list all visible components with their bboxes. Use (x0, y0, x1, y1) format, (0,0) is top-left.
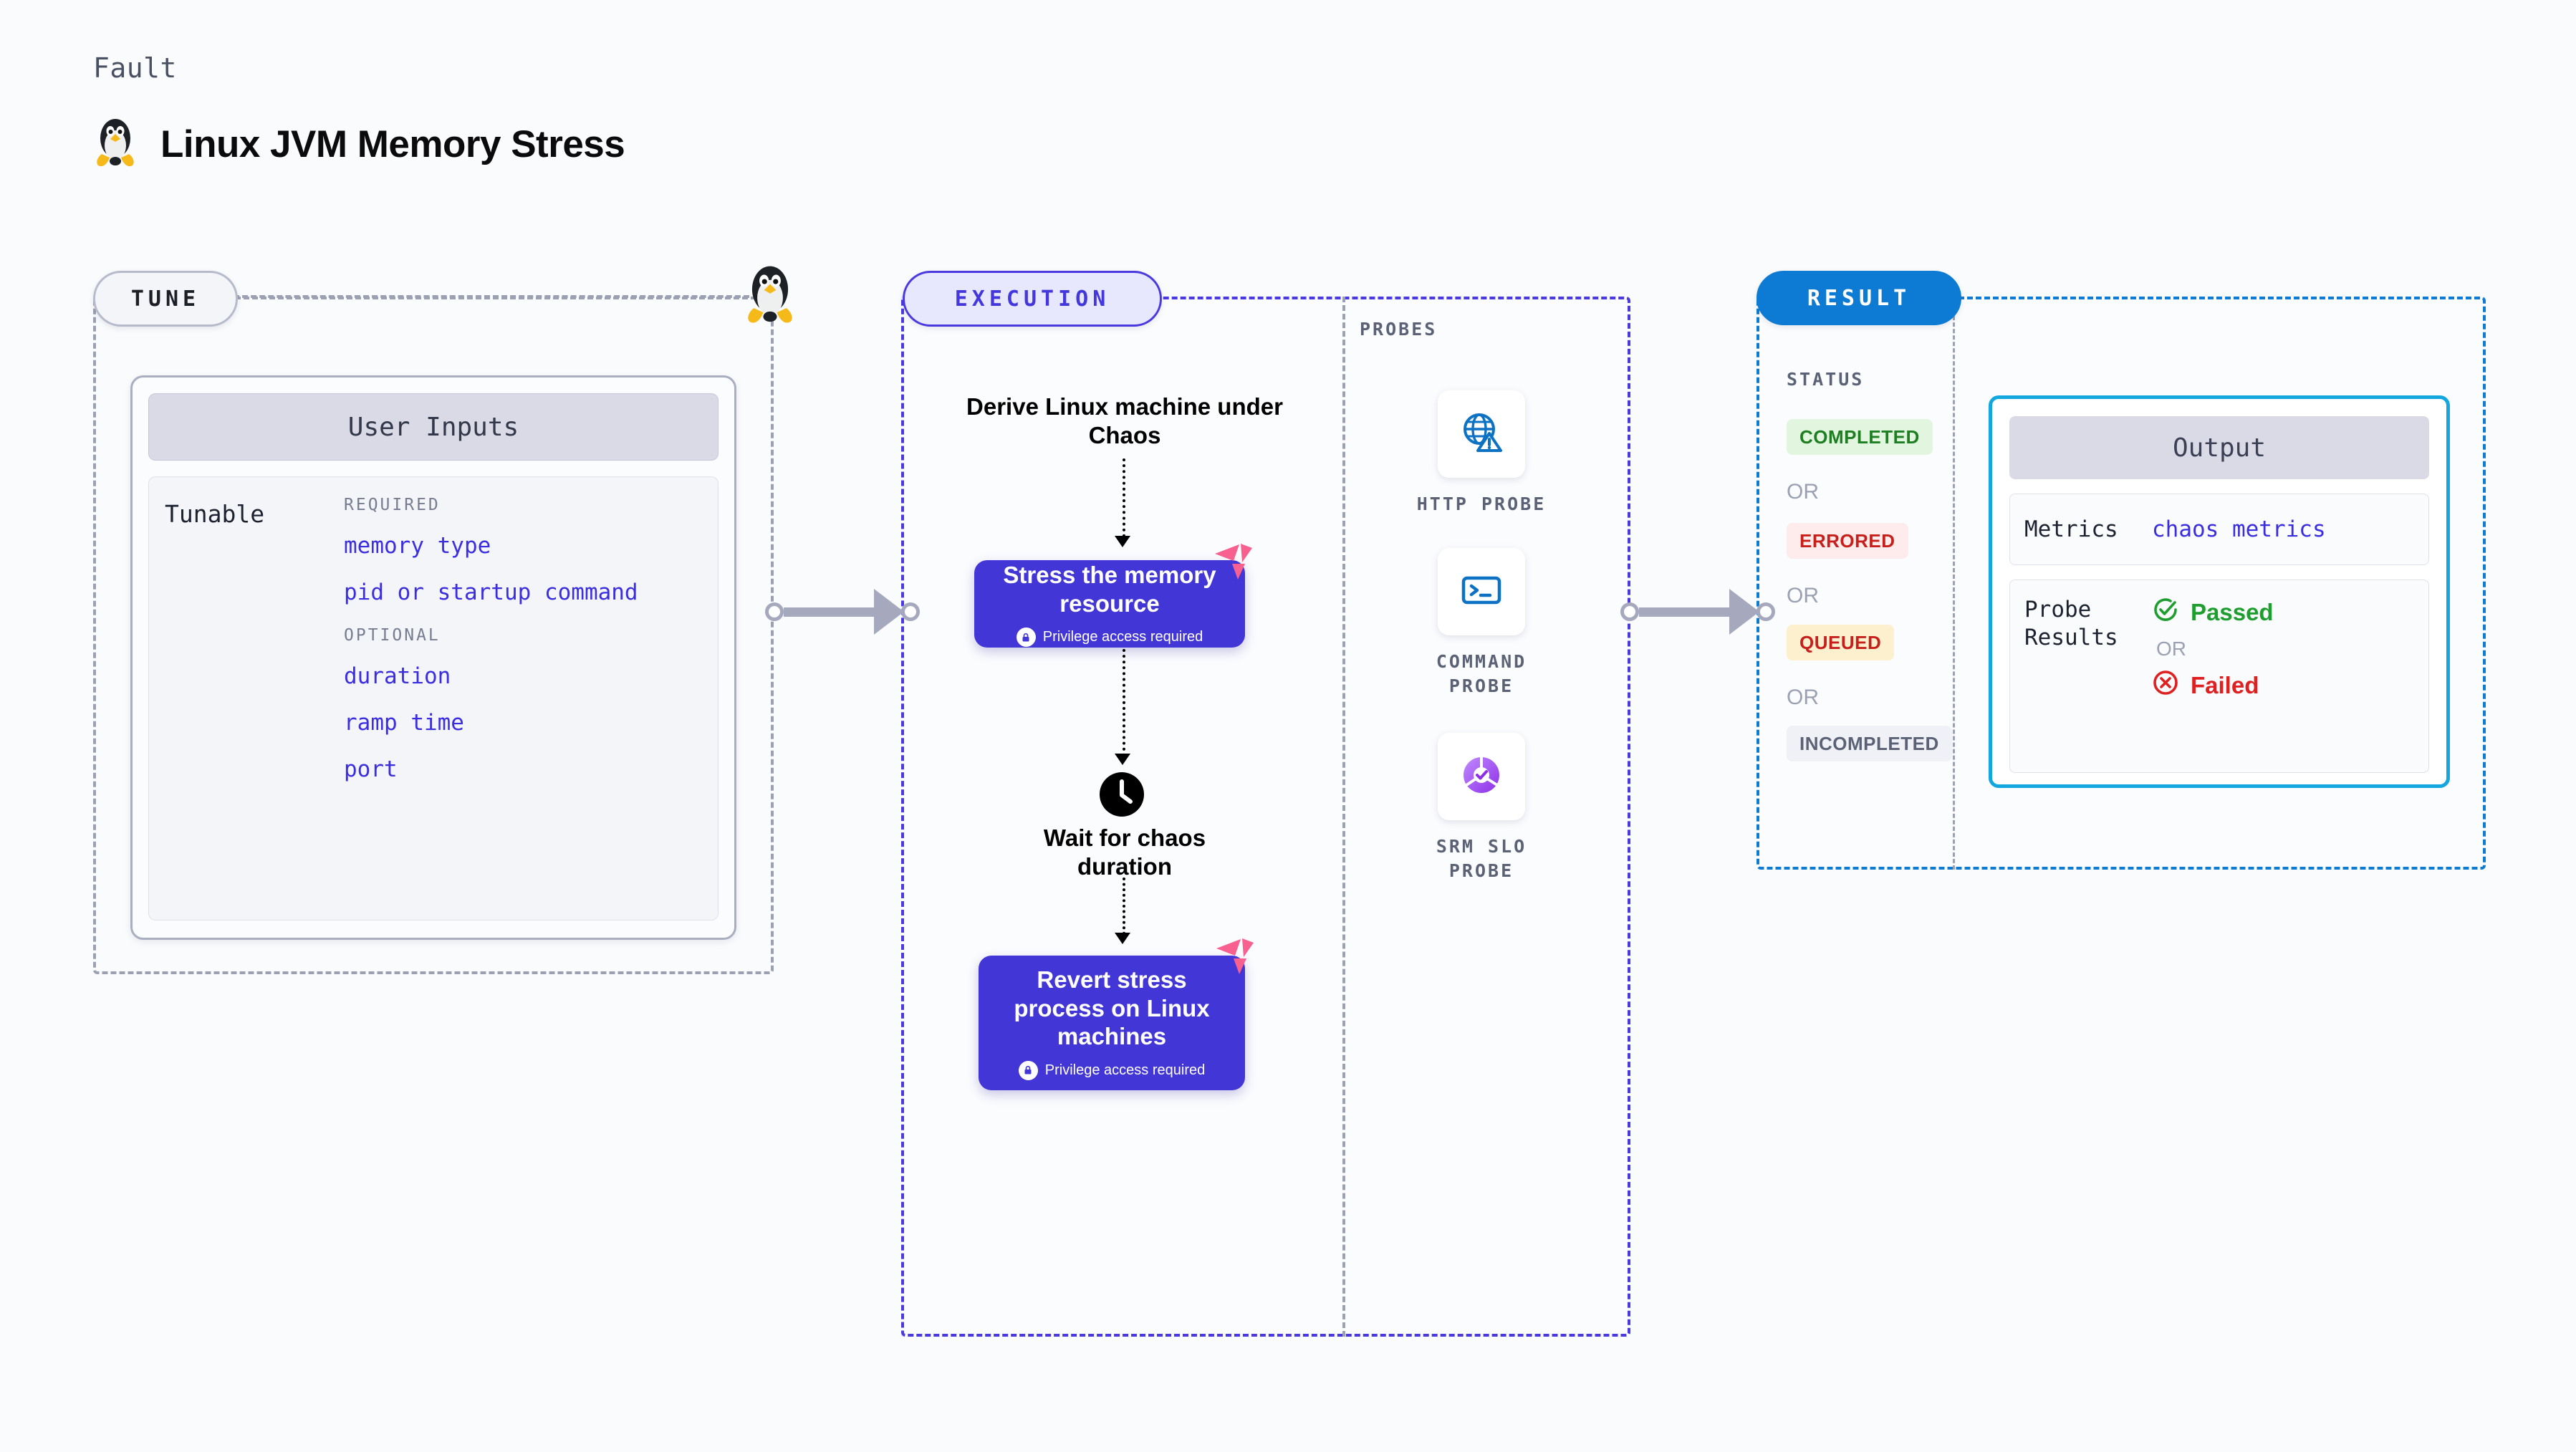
status-or-label: OR (1787, 686, 1819, 709)
connector-arrow-head (1729, 589, 1759, 635)
probe-caption-http: HTTP PROBE (1416, 494, 1547, 514)
probe-item-command[interactable]: COMMAND PROBE (1410, 548, 1553, 698)
execution-node-revert-note-text: Privilege access required (1044, 1062, 1206, 1078)
tunable-list: REQUIRED memory type pid or startup comm… (344, 496, 702, 901)
status-badge-errored: ERRORED (1787, 523, 1908, 559)
status-badge-queued: QUEUED (1787, 625, 1895, 660)
execution-arrow-head-3 (1115, 933, 1130, 944)
execution-arrow-head-2 (1115, 754, 1130, 765)
tune-top-dashed-line (234, 295, 749, 298)
result-output-divider (1953, 297, 1955, 870)
execution-arrow-head-1 (1115, 536, 1130, 547)
execution-node-stress-note-text: Privilege access required (1042, 629, 1203, 645)
probe-tile (1438, 390, 1525, 478)
harness-logo-icon (1212, 937, 1256, 979)
harness-logo-icon (1211, 542, 1255, 584)
connector-line (1639, 607, 1731, 617)
output-card-header: Output (2009, 416, 2429, 479)
execution-step-derive-label: Derive Linux machine under Chaos (966, 393, 1283, 449)
tunable-item-duration[interactable]: duration (344, 663, 451, 689)
connector-start-dot (765, 602, 784, 621)
connector-tune-to-execution (765, 589, 920, 635)
output-metrics-key: Metrics (2024, 516, 2118, 542)
page-title: Linux JVM Memory Stress (160, 123, 625, 165)
stage-pill-execution[interactable]: EXECUTION (903, 271, 1162, 327)
tunable-panel: Tunable REQUIRED memory type pid or star… (148, 476, 719, 920)
connector-execution-to-result (1620, 589, 1775, 635)
output-metrics-value[interactable]: chaos metrics (2152, 516, 2326, 542)
execution-node-stress-note: Privilege access required (1016, 628, 1203, 648)
tunable-item-memory-type[interactable]: memory type (344, 533, 491, 559)
execution-node-revert-title: Revert stress process on Linux machines (1014, 966, 1210, 1050)
probes-section-label: PROBES (1360, 319, 1438, 340)
output-metrics-row: Metrics chaos metrics (2009, 494, 2429, 565)
fault-eyebrow-label: Fault (93, 52, 177, 84)
status-badge-incompleted: INCOMPLETED (1787, 726, 1952, 761)
user-inputs-card: User Inputs Tunable REQUIRED memory type… (130, 375, 736, 940)
output-card: Output Metrics chaos metrics Probe Resul… (1989, 395, 2450, 788)
tunable-group-required-title: REQUIRED (344, 496, 441, 514)
tunable-group-optional-title: OPTIONAL (344, 626, 441, 645)
probe-result-failed: Failed (2152, 669, 2274, 702)
status-or-label: OR (1787, 584, 1819, 607)
tunable-label: Tunable (165, 500, 265, 528)
tunable-item-port[interactable]: port (344, 756, 398, 782)
connector-start-dot (1620, 602, 1639, 621)
execution-step-wait-label: Wait for chaos duration (1043, 824, 1206, 880)
execution-node-stress[interactable]: Stress the memory resource Privilege acc… (974, 560, 1245, 648)
page-title-row: Linux JVM Memory Stress (93, 117, 625, 172)
connector-arrow-head (874, 589, 904, 635)
slo-donut-check-icon (1458, 751, 1505, 802)
execution-arrow-line-1 (1123, 458, 1125, 537)
execution-arrow-line-3 (1123, 878, 1125, 935)
lock-icon (1018, 1060, 1038, 1080)
probe-item-http[interactable]: HTTP PROBE (1410, 390, 1553, 516)
execution-probes-divider (1342, 297, 1345, 1337)
probe-result-passed: Passed (2152, 596, 2274, 629)
execution-arrow-line-2 (1123, 649, 1125, 756)
status-or-label: OR (1787, 480, 1819, 504)
tunable-item-pid-or-startup-command[interactable]: pid or startup command (344, 580, 638, 605)
execution-node-revert-note: Privilege access required (1018, 1060, 1206, 1080)
linux-penguin-corner-icon (742, 264, 798, 325)
connector-line (784, 607, 875, 617)
probe-caption-srm-slo: SRM SLO PROBE (1436, 836, 1527, 881)
probe-caption-command: COMMAND PROBE (1436, 651, 1527, 696)
probe-result-or-label: OR (2156, 638, 2186, 660)
connector-end-dot (1756, 602, 1775, 621)
probe-tile (1438, 733, 1525, 820)
execution-node-stress-title: Stress the memory resource (1003, 561, 1216, 617)
probe-result-passed-label: Passed (2191, 599, 2274, 625)
probe-result-failed-label: Failed (2191, 672, 2259, 698)
probe-tile (1438, 548, 1525, 635)
globe-warning-icon (1458, 409, 1505, 460)
connector-end-dot (901, 602, 920, 621)
probe-item-srm-slo[interactable]: SRM SLO PROBE (1410, 733, 1553, 883)
linux-penguin-icon (93, 117, 138, 172)
output-probe-results-key: Probe Results (2024, 597, 2118, 650)
lock-icon (1016, 628, 1036, 648)
execution-node-revert[interactable]: Revert stress process on Linux machines … (979, 956, 1245, 1090)
output-probe-results-row: Probe Results Passed OR (2009, 580, 2429, 773)
user-inputs-header: User Inputs (148, 393, 719, 461)
x-circle-icon (2152, 669, 2179, 702)
check-circle-icon (2152, 596, 2179, 629)
stage-pill-result[interactable]: RESULT (1756, 271, 1961, 325)
tunable-item-ramp-time[interactable]: ramp time (344, 710, 464, 736)
clock-icon (1100, 772, 1144, 817)
terminal-icon (1458, 567, 1505, 617)
output-probe-results-values: Passed OR Failed (2152, 596, 2274, 756)
status-section-label: STATUS (1787, 369, 1865, 390)
stage-pill-tune[interactable]: TUNE (93, 271, 238, 327)
status-badge-completed: COMPLETED (1787, 419, 1933, 455)
